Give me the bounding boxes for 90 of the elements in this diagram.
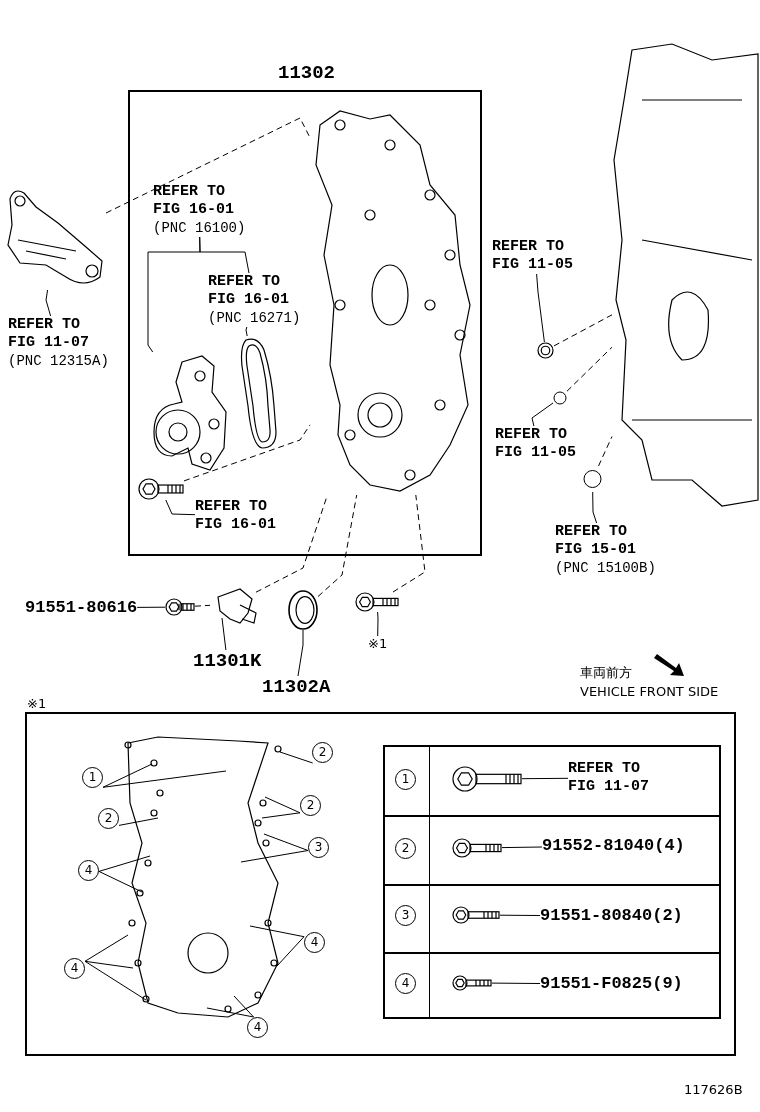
callout-number: 1	[82, 767, 103, 788]
reference-note: REFER TO FIG 11-05	[495, 426, 577, 462]
part-number: 91551-80840(2)	[540, 906, 683, 926]
part-number: 11301K	[193, 650, 262, 672]
leader-line	[136, 606, 166, 608]
part-number-note: (PNC 16100)	[153, 219, 246, 237]
alignment-line	[183, 424, 311, 482]
gasket-drawing	[238, 336, 280, 451]
alignment-line	[194, 604, 211, 607]
leader-line	[240, 850, 309, 863]
engine-block-drawing	[612, 40, 760, 510]
leader-line	[102, 763, 153, 788]
reference-note: REFER TO FIG 11-07	[8, 316, 90, 352]
part-number: 91552-81040(4)	[542, 836, 685, 856]
caption-text: 車両前方	[580, 664, 632, 682]
leader-line	[279, 751, 314, 764]
part-number: 91551-F0825(9)	[540, 974, 683, 994]
callout-number: 2	[98, 808, 119, 829]
callout-number: 4	[304, 932, 325, 953]
oil-seal-drawing	[288, 590, 318, 630]
bolt-drawing	[452, 906, 500, 924]
leader-line	[165, 499, 196, 516]
leader-line	[98, 870, 143, 893]
callout-number: 4	[64, 958, 85, 979]
footnote-mark: ※1	[368, 636, 388, 651]
alignment-line	[566, 346, 613, 392]
bolt-drawing	[452, 838, 502, 858]
leader-line	[84, 934, 129, 962]
bolt-drawing	[452, 975, 492, 991]
callout-number: 3	[395, 905, 416, 926]
alignment-line	[598, 436, 613, 467]
callout-number: 4	[395, 973, 416, 994]
group-title: 11302	[278, 62, 335, 84]
alignment-line	[317, 494, 358, 597]
bolt-table	[383, 745, 721, 1019]
leader-line	[592, 491, 598, 524]
leader-line	[297, 629, 304, 677]
nut-drawing	[537, 342, 554, 359]
leader-line	[531, 402, 554, 427]
callout-number: 3	[308, 837, 329, 858]
caption-text: VEHICLE FRONT SIDE	[580, 684, 719, 699]
leader-line	[263, 833, 309, 851]
callout-number: 4	[78, 860, 99, 881]
reference-note: REFER TO FIG 11-07	[568, 760, 650, 796]
o-ring-drawing	[553, 389, 567, 407]
part-number-note: (PNC 15100B)	[555, 559, 656, 577]
leader-line	[261, 812, 301, 819]
leader-line	[118, 817, 159, 826]
reference-note: REFER TO FIG 16-01	[153, 183, 235, 219]
part-number: 11302A	[262, 676, 331, 698]
callout-number: 1	[395, 769, 416, 790]
leader-line	[276, 936, 305, 967]
leader-line	[377, 611, 379, 637]
bolt-drawing	[355, 592, 399, 612]
leader-line	[245, 326, 248, 337]
part-number-note: (PNC 16271)	[208, 309, 301, 327]
leader-line	[501, 846, 543, 849]
leader-line	[84, 960, 134, 969]
alignment-line	[105, 117, 311, 214]
leader-line	[491, 982, 541, 984]
leader-line	[249, 925, 305, 938]
callout-number: 4	[247, 1017, 268, 1038]
leader-line	[98, 855, 151, 872]
leader-line	[521, 777, 569, 780]
bolt-drawing	[138, 478, 184, 500]
leader-line	[233, 995, 255, 1018]
leader-line	[221, 617, 227, 651]
part-number: 91551-80616	[25, 598, 138, 618]
drawing-number: 117626B	[684, 1082, 743, 1097]
part-number-note: (PNC 12315A)	[8, 352, 109, 370]
callout-number: 2	[300, 795, 321, 816]
leader-line	[45, 289, 52, 317]
leader-line	[199, 236, 250, 274]
group-title: ※1	[27, 696, 47, 711]
alignment-line	[392, 494, 426, 593]
reference-note: REFER TO FIG 16-01	[208, 273, 290, 309]
leader-line	[536, 273, 545, 343]
reference-note: REFER TO FIG 15-01	[555, 523, 637, 559]
reference-note: REFER TO FIG 11-05	[492, 238, 574, 274]
leader-line	[102, 770, 227, 788]
leader-line	[264, 796, 301, 814]
reference-note: REFER TO FIG 16-01	[195, 498, 277, 534]
callout-number: 2	[395, 838, 416, 859]
bolt-drawing	[165, 598, 195, 616]
leader-line	[499, 914, 541, 916]
bolt-drawing	[452, 766, 522, 792]
callout-number: 2	[312, 742, 333, 763]
leader-line	[84, 960, 147, 1001]
alignment-line	[553, 314, 613, 347]
leader-line	[206, 1007, 255, 1018]
